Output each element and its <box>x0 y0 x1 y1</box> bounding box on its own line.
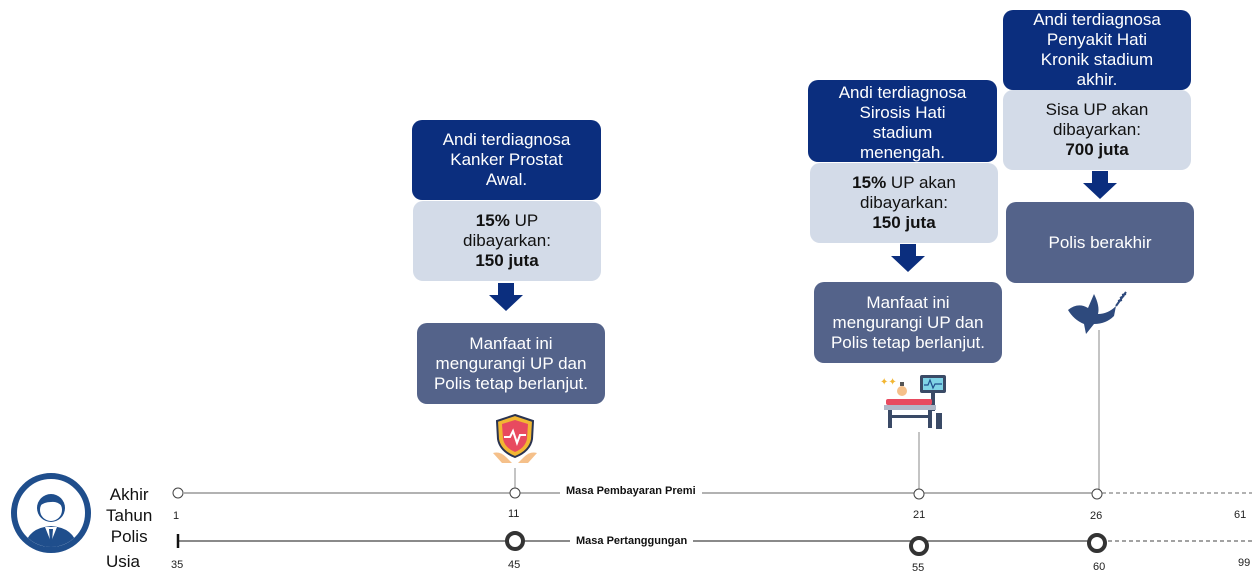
event2-payout-box: 15% UP akan dibayarkan: 150 juta <box>810 163 998 243</box>
age-tick-35: 35 <box>171 559 184 571</box>
event1-diagnosis-line3: Awal. <box>485 170 528 189</box>
policy-year-tick-21: 21 <box>913 509 926 521</box>
event3-diagnosis-line4: akhir. <box>1076 70 1118 89</box>
event2-result-box: Manfaat ini mengurangi UP dan Polis teta… <box>814 282 1002 363</box>
age-row-label: Usia <box>106 552 141 571</box>
event2-diagnosis-line3: stadium <box>872 123 933 142</box>
shield-heart-icon <box>493 413 537 463</box>
event3-payout-line1: Sisa UP akan <box>1045 100 1149 119</box>
event1-payout-amount: 150 juta <box>475 251 539 270</box>
policy-year-marker-11 <box>509 487 521 499</box>
hospital-bed-monitor-icon: ✦✦ <box>880 375 946 429</box>
age-tick-45: 45 <box>508 559 521 571</box>
event2-payout-percent: 15% <box>852 173 887 192</box>
event2-diagnosis-line2: Sirosis Hati <box>859 103 946 122</box>
svg-text:✦✦: ✦✦ <box>880 377 897 388</box>
event2-diagnosis-box: Andi terdiagnosa Sirosis Hati stadium me… <box>808 80 997 162</box>
event1-payout-percent: 15% <box>475 211 510 230</box>
age-marker-60 <box>1087 533 1107 553</box>
event1-payout-text2: dibayarkan: <box>463 231 551 250</box>
event2-payout-text1: UP akan <box>890 173 956 192</box>
event2-diagnosis-line4: menengah. <box>859 143 946 162</box>
event1-result-line1: Manfaat ini <box>469 333 553 353</box>
policy-year-tick-26: 26 <box>1090 510 1103 522</box>
event3-diagnosis-line2: Penyakit Hati <box>1046 30 1148 49</box>
age-tick-99: 99 <box>1238 557 1251 569</box>
event1-payout-line1: 15% UP <box>476 211 538 231</box>
age-marker-45 <box>505 531 525 551</box>
policy-year-tick-61: 61 <box>1234 509 1247 521</box>
event2-diagnosis-line1: Andi terdiagnosa <box>838 83 967 102</box>
dove-icon <box>1068 291 1127 334</box>
event3-diagnosis-line3: Kronik stadium <box>1040 50 1154 69</box>
event1-result-line3: Polis tetap berlanjut. <box>433 373 589 393</box>
event2-payout-text2: dibayarkan: <box>860 193 948 212</box>
event1-result-line2: mengurangi UP dan <box>435 353 587 373</box>
age-tick-55: 55 <box>912 562 925 574</box>
event3-payout-line2: dibayarkan: <box>1053 120 1141 139</box>
event1-diagnosis-box: Andi terdiagnosa Kanker Prostat Awal. <box>412 120 601 200</box>
policy-year-label-line2: Tahun <box>106 506 153 525</box>
event2-result-line2: mengurangi UP dan <box>832 312 984 332</box>
policy-year-label-line3: Polis <box>110 527 148 546</box>
event2-result-line3: Polis tetap berlanjut. <box>830 332 986 352</box>
policy-year-marker-1 <box>172 487 184 499</box>
event1-diagnosis-line2: Kanker Prostat <box>450 150 563 169</box>
event1-result-box: Manfaat ini mengurangi UP dan Polis teta… <box>417 323 605 404</box>
coverage-period-label: Masa Pertanggungan <box>570 535 694 547</box>
age-marker-55 <box>909 536 929 556</box>
policy-year-marker-26 <box>1091 488 1103 500</box>
event1-payout-box: 15% UP dibayarkan: 150 juta <box>413 201 601 281</box>
event3-result-line1: Polis berakhir <box>1048 232 1152 252</box>
event1-down-arrow <box>489 283 523 311</box>
policy-year-label-line1: Akhir <box>109 485 149 504</box>
event3-payout-box: Sisa UP akan dibayarkan: 700 juta <box>1003 90 1191 170</box>
event2-down-arrow <box>891 244 925 272</box>
event2-result-line1: Manfaat ini <box>866 292 950 312</box>
event3-diagnosis-box: Andi terdiagnosa Penyakit Hati Kronik st… <box>1003 10 1191 90</box>
event1-payout-text1: UP <box>514 211 539 230</box>
event3-result-box: Polis berakhir <box>1006 202 1194 283</box>
event3-diagnosis-line1: Andi terdiagnosa <box>1033 10 1161 29</box>
event3-down-arrow <box>1083 171 1117 199</box>
event3-payout-amount: 700 juta <box>1065 140 1129 159</box>
event1-diagnosis-line1: Andi terdiagnosa <box>442 130 571 149</box>
event2-payout-line1: 15% UP akan <box>852 173 956 193</box>
user-avatar-icon <box>11 473 91 553</box>
policy-year-tick-11: 11 <box>508 508 520 520</box>
age-tick-60: 60 <box>1093 561 1106 573</box>
premium-period-label: Masa Pembayaran Premi <box>560 485 702 497</box>
event2-payout-amount: 150 juta <box>872 213 936 232</box>
policy-year-marker-21 <box>913 488 925 500</box>
policy-year-row-label: Akhir Tahun Polis <box>106 484 152 547</box>
policy-year-tick-1: 1 <box>173 510 180 522</box>
